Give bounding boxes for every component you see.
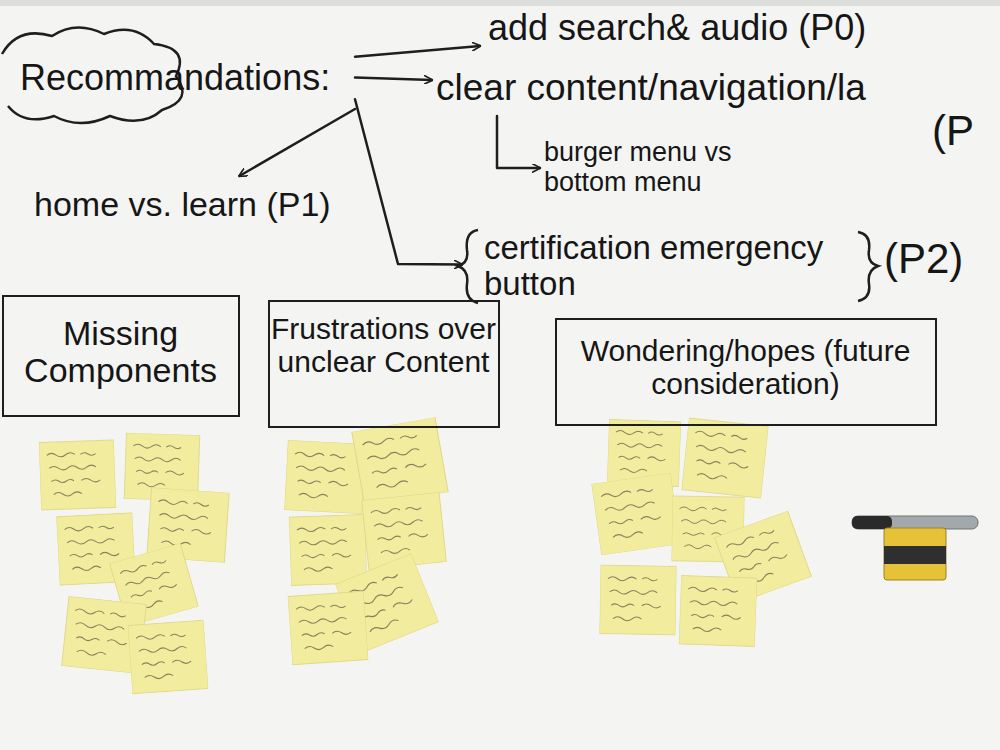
board-frame [0,0,1000,6]
category-box: Missing Components [2,295,240,417]
sticky-note [288,591,369,665]
node-text: Frustrations over unclear Content [270,312,497,378]
priority-tag: (P2) [884,236,963,282]
node-text: clear content/navigation/la [436,68,866,109]
priority-tag: (P [932,108,974,154]
recommendation-item: certification emergency button (P2) [462,226,997,308]
node-text: Missing Components [4,315,237,390]
recommendation-item: home vs. learn (P1) [28,176,368,234]
eraser-band [884,546,946,564]
cloud-bubble: Recommandations: [0,22,355,122]
sticky-note [128,620,209,694]
sticky-note [599,565,676,635]
sticky-note [39,440,116,510]
marker-cap [852,516,892,529]
marker-body [852,516,978,529]
recommendation-item: add search& audio (P0) [480,4,920,50]
category-box: Wondering/hopes (future consideration) [555,318,937,426]
arrow-connector [355,78,432,80]
sticky-note [289,514,367,585]
node-text: add search& audio (P0) [488,8,866,48]
curly-brace [458,230,478,303]
node-text: burger menu vs bottom menu [544,138,750,197]
arrow-connector [355,99,462,264]
arrow-connector [355,46,480,57]
arrow-connector [497,116,540,168]
node-text: home vs. learn (P1) [34,186,331,223]
recommendation-item: clear content/navigation/la(P [432,62,998,116]
category-box: Frustrations over unclear Content [268,300,500,428]
arrow-connector [239,109,355,176]
curly-brace [858,232,878,301]
node-text: certification emergency button [484,230,864,303]
sticky-note [679,575,757,646]
option-note: burger menu vs bottom menu [540,136,750,200]
node-text: Recommandations: [20,58,330,98]
node-text: Wondering/hopes (future consideration) [557,334,934,400]
sticky-note [284,440,365,514]
eraser [884,528,946,580]
sticky-note [681,418,768,498]
sticky-note [591,473,680,555]
